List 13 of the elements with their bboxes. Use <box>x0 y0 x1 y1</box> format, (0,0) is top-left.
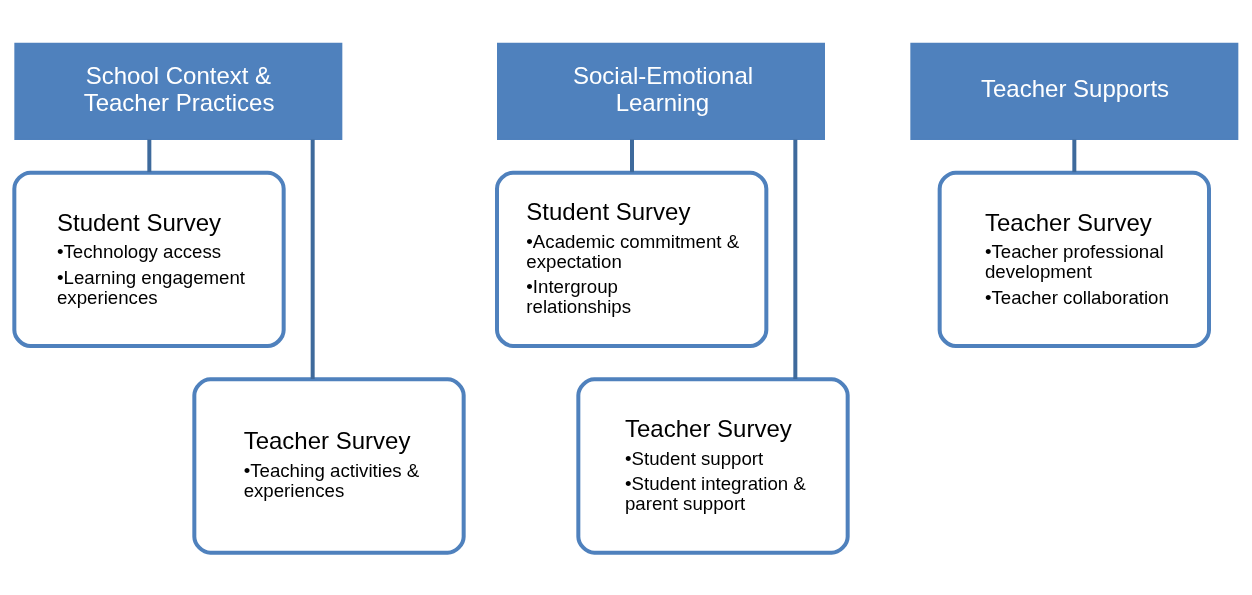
node-box: Teacher Survey •Teaching activities & experiences <box>192 376 466 555</box>
node-box: School Context & Teacher Practices <box>14 42 343 140</box>
node-box: Student Survey •Academic commitment & expectation •Intergroup relationships <box>495 170 769 348</box>
node-box: Teacher Supports <box>910 42 1239 140</box>
node-box: Teacher Survey •Student support •Student integration & parent support <box>576 376 850 555</box>
connector <box>147 139 152 172</box>
connector <box>1072 139 1077 172</box>
connector <box>630 139 634 172</box>
node-box: Student Survey •Technology access •Learning engagement experiences <box>12 170 286 348</box>
connector <box>793 139 798 379</box>
connector <box>310 139 315 379</box>
node-box: Teacher Survey •Teacher professional development •Teacher collaboration <box>937 170 1211 348</box>
node-box: Social-Emotional Learning <box>497 42 825 140</box>
